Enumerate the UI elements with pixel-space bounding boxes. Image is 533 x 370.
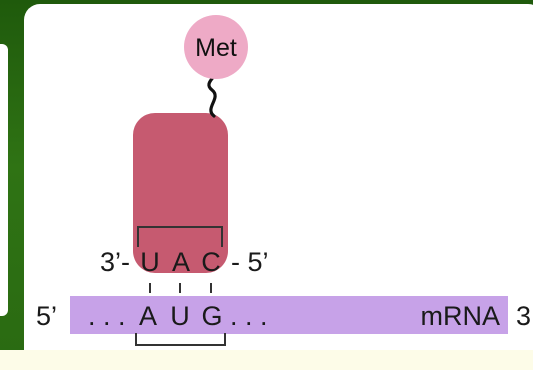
met-label: Met	[195, 34, 237, 62]
mrna-strand	[70, 296, 508, 334]
trna-body	[133, 113, 228, 273]
trna-3prime-end: 3’-	[100, 247, 130, 277]
mrna-label: mRNA	[421, 301, 501, 331]
mrna-3prime-end: 3	[516, 301, 531, 331]
mrna-trailing-dots: . . .	[230, 301, 268, 331]
trna-5prime-end: - 5’	[231, 247, 269, 277]
anticodon-base: A	[172, 247, 190, 277]
bottom-strip	[0, 350, 533, 370]
left-panel	[0, 44, 8, 316]
anticodon-bracket	[137, 226, 223, 247]
codon-base: G	[201, 301, 222, 331]
anticodon-base: U	[140, 247, 160, 277]
mrna-5prime-end: 5’	[36, 301, 57, 331]
mrna-leading-dots: . . .	[88, 301, 126, 331]
codon-bracket	[135, 333, 226, 346]
codon-base: U	[170, 301, 190, 331]
anticodon-base: C	[201, 247, 221, 277]
met-circle	[184, 15, 248, 79]
codon-base: A	[139, 301, 157, 331]
